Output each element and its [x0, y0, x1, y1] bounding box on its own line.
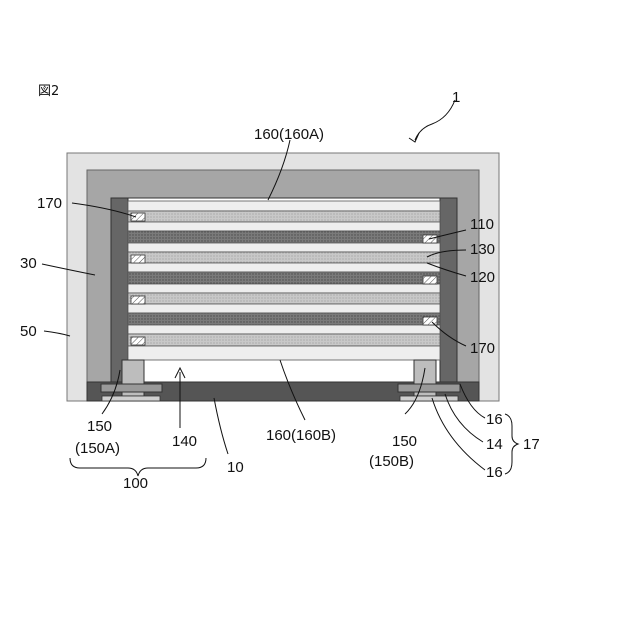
top-insulator-160a: [128, 201, 440, 211]
leader-50: [44, 331, 70, 336]
label-16-bottom: 16: [486, 464, 503, 481]
stack-layer: [128, 231, 440, 243]
label-160b: 160(160B): [266, 427, 336, 444]
label-30: 30: [20, 255, 37, 272]
stack-layer: [128, 293, 440, 304]
marker-left-hatch: [131, 255, 145, 263]
label-10: 10: [227, 459, 244, 476]
label-170-right: 170: [470, 340, 495, 357]
leader-16-bottom: [432, 398, 485, 470]
label-150b-sub: (150B): [369, 453, 414, 470]
label-130: 130: [470, 241, 495, 258]
stack-layer: [128, 313, 440, 325]
label-150b-num: 150: [392, 433, 417, 450]
right-pillar: [440, 198, 457, 383]
marker-right-hatch: [423, 276, 437, 284]
stack-layer: [128, 252, 440, 263]
label-14: 14: [486, 436, 503, 453]
stack-layer: [128, 211, 440, 222]
stack-layer: [128, 263, 440, 272]
label-16-top: 16: [486, 411, 503, 428]
layer-stack: [128, 201, 440, 360]
leader-device: [415, 100, 455, 140]
marker-right-hatch: [423, 317, 437, 325]
label-120: 120: [470, 269, 495, 286]
label-150a-sub: (150A): [75, 440, 120, 457]
stack-layer: [128, 304, 440, 313]
stack-layer: [128, 334, 440, 346]
marker-left-hatch: [131, 337, 145, 345]
left-pillar: [111, 198, 128, 383]
label-device-1: 1: [452, 89, 460, 106]
pad-right-bottom: [400, 396, 458, 401]
stack-layer: [128, 284, 440, 293]
brace-100: [70, 458, 206, 476]
stack-layer: [128, 272, 440, 284]
bottom-insulator-160b: [128, 346, 440, 360]
marker-left-hatch: [131, 296, 145, 304]
stack-layer: [128, 325, 440, 334]
label-50: 50: [20, 323, 37, 340]
label-140: 140: [172, 433, 197, 450]
label-160a: 160(160A): [254, 126, 324, 143]
marker-left-hatch: [131, 213, 145, 221]
label-100: 100: [123, 475, 148, 492]
stack-layer: [128, 243, 440, 252]
label-110: 110: [470, 216, 494, 233]
label-150a-num: 150: [87, 418, 112, 435]
pad-right: [398, 384, 460, 392]
pad-left: [101, 384, 162, 392]
figure-title: 図2: [38, 84, 59, 99]
leader-10: [214, 398, 228, 454]
brace-17: [505, 414, 518, 474]
label-170-left: 170: [37, 195, 62, 212]
label-17: 17: [523, 436, 540, 453]
stack-layer: [128, 222, 440, 231]
